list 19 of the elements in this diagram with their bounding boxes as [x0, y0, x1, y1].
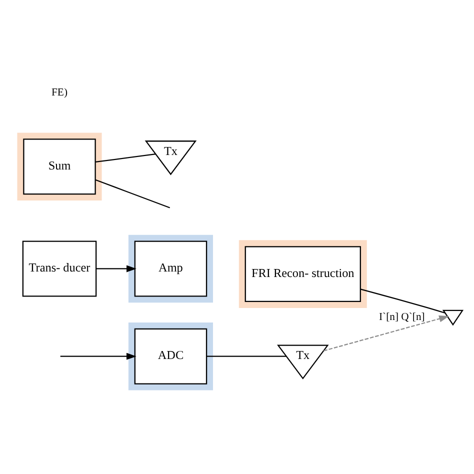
- node-box: ADC: [134, 328, 208, 384]
- connector: [206, 355, 286, 356]
- connector: [360, 288, 446, 314]
- connector: [95, 178, 170, 208]
- node-box: FRI Recon- struction: [244, 246, 361, 302]
- edge-label: I`[n] Q`[n]: [379, 311, 425, 322]
- cluster: [128, 234, 213, 302]
- label: FE): [52, 87, 68, 98]
- cluster: [238, 240, 367, 308]
- node-box: Trans- ducer: [22, 240, 97, 296]
- node-box: Amp: [134, 240, 208, 296]
- arrow: [324, 314, 450, 351]
- node-antenna: [442, 309, 464, 326]
- arrow: [96, 264, 136, 272]
- connector: [96, 153, 156, 162]
- cluster: [17, 132, 102, 200]
- node-box: Sum: [23, 138, 96, 194]
- cluster: [128, 322, 213, 390]
- arrow: [60, 352, 136, 360]
